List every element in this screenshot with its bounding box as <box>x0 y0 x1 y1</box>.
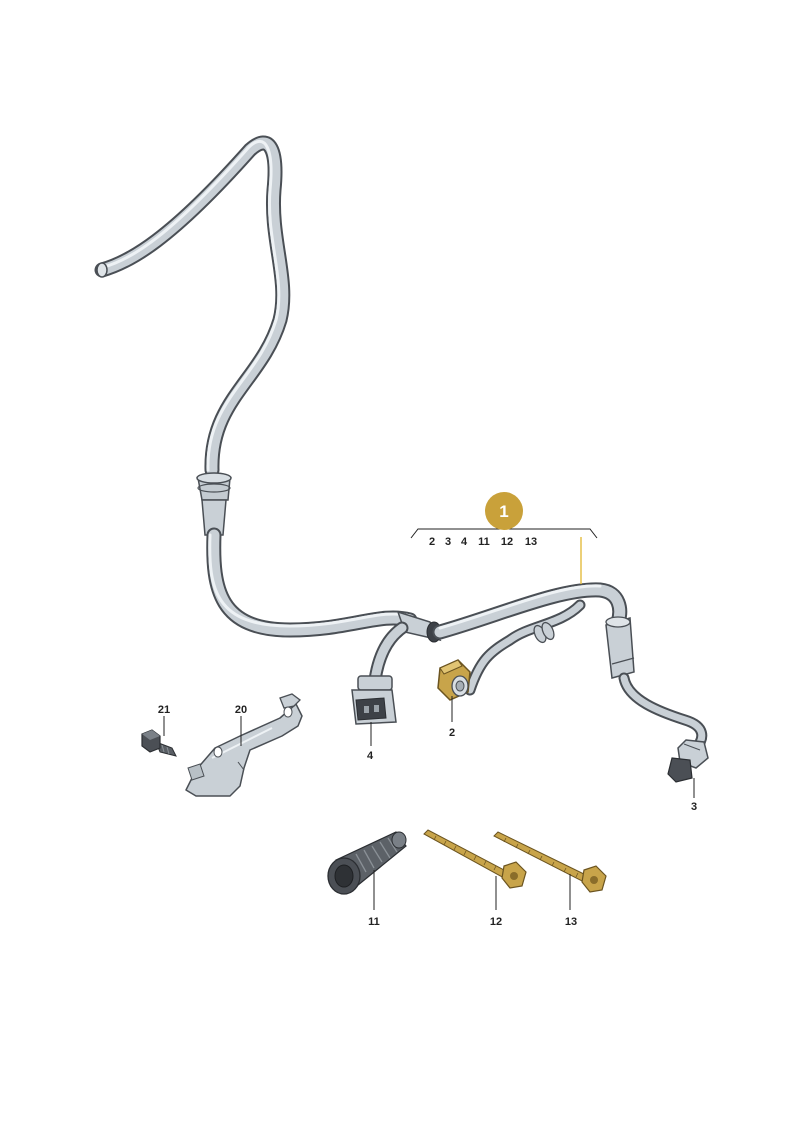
cable-protective-sleeve <box>605 616 635 679</box>
sub-part-13: 13 <box>525 536 537 548</box>
callout-labels: 21 20 4 2 3 11 12 13 <box>158 696 697 928</box>
connector-housing-4 <box>351 675 397 725</box>
part-number-1: 1 <box>499 502 508 521</box>
wheel-speed-sensor-2 <box>437 659 471 701</box>
callout-21: 21 <box>158 704 170 716</box>
mounting-bracket-20 <box>185 693 303 797</box>
callout-3: 3 <box>691 801 697 813</box>
callout-11: 11 <box>368 916 380 928</box>
abs-sensor-cable-harness <box>94 135 708 754</box>
main-part-callout: 1 2 3 4 11 12 13 <box>410 492 598 584</box>
wheel-speed-sensor-3 <box>667 739 709 783</box>
cable-grommet <box>196 472 232 536</box>
callout-12: 12 <box>490 916 502 928</box>
sub-part-4: 4 <box>461 536 468 548</box>
hex-bolt-21 <box>141 729 177 757</box>
part-number-badge <box>485 492 523 530</box>
sub-part-11: 11 <box>478 536 490 548</box>
sub-part-12: 12 <box>501 536 513 548</box>
callout-2: 2 <box>449 727 455 739</box>
cable-tie-13 <box>493 831 607 893</box>
callout-4: 4 <box>367 750 374 762</box>
rubber-grommet-11 <box>327 831 407 895</box>
sub-part-list: 2 3 4 11 12 13 <box>429 536 537 548</box>
callout-13: 13 <box>565 916 577 928</box>
sub-part-3: 3 <box>445 536 451 548</box>
cable-tie-12 <box>423 829 527 889</box>
callout-20: 20 <box>235 704 247 716</box>
sub-part-2: 2 <box>429 536 435 548</box>
